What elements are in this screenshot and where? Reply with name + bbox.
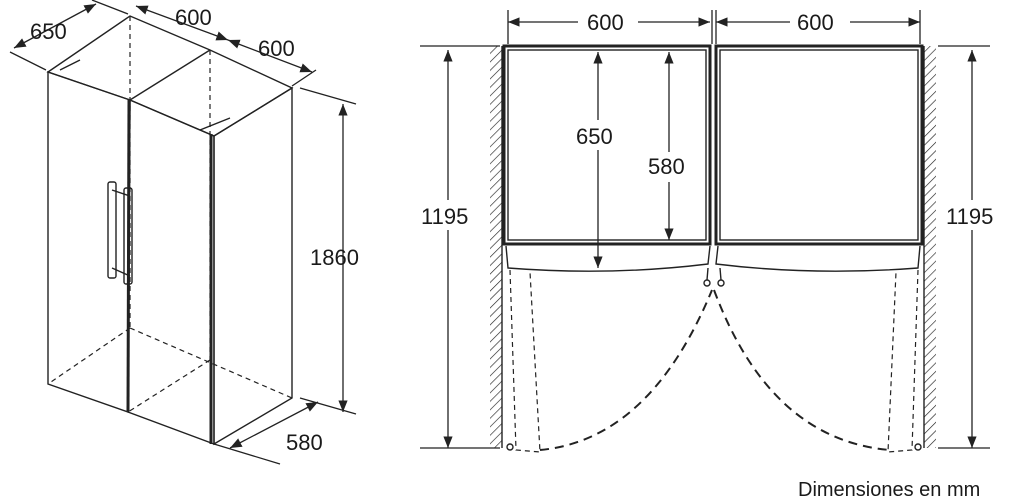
plan-inner-depth-650-label: 650 xyxy=(576,124,613,149)
iso-handles xyxy=(107,181,133,285)
iso-width-top-left-label: 600 xyxy=(175,5,212,30)
plan-width-right-label: 600 xyxy=(797,10,834,35)
plan-view: 600 600 1195 1195 650 580 xyxy=(420,8,1002,453)
iso-depth-bottom-label: 580 xyxy=(286,430,323,455)
plan-width-left-label: 600 xyxy=(587,10,624,35)
plan-inner-depth-580-label: 580 xyxy=(648,154,685,179)
right-wall xyxy=(924,46,936,448)
iso-right-door xyxy=(127,98,215,446)
isometric-view: 650 600 600 1860 580 xyxy=(9,0,359,465)
iso-width-top-right-label: 600 xyxy=(258,36,295,61)
door-swing-left xyxy=(539,289,713,451)
iso-front-face xyxy=(47,71,131,413)
left-wall xyxy=(490,46,502,448)
plan-depth-left-label: 1195 xyxy=(421,204,468,229)
iso-top-face xyxy=(46,15,294,137)
plan-right-unit xyxy=(714,44,924,246)
iso-side-face xyxy=(213,86,293,446)
units-caption: Dimensiones en mm xyxy=(798,479,980,501)
door-swing-right xyxy=(713,289,891,451)
plan-depth-right-label: 1195 xyxy=(946,204,993,229)
plan-left-unit xyxy=(502,44,712,246)
iso-depth-top-label: 650 xyxy=(30,19,67,44)
iso-height-label: 1860 xyxy=(310,245,359,270)
